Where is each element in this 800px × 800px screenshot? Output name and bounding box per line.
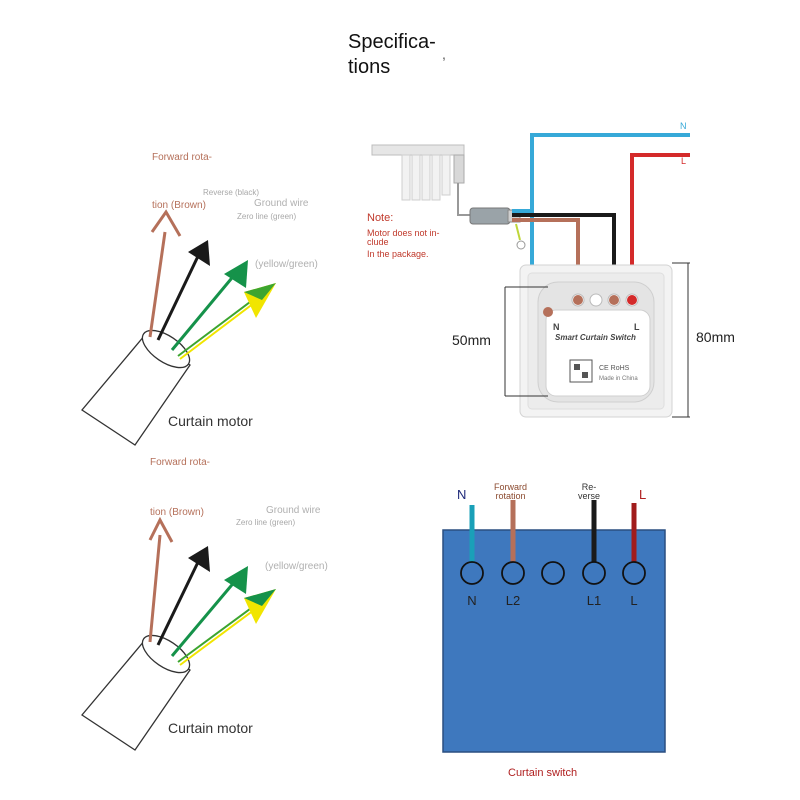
motor-1-green-wire — [170, 272, 238, 351]
switch-caption: Curtain switch — [508, 767, 578, 779]
motor-1-forward-label: Forward rota- — [152, 152, 213, 163]
motor-2-body — [81, 634, 191, 751]
motor-1-reverse-label: Reverse (black) — [203, 188, 260, 197]
motor-2-caption: Curtain motor — [168, 720, 253, 736]
dimension-inner-label: 50mm — [452, 332, 491, 348]
motor-1-green-arrow — [224, 260, 248, 288]
terminal-l — [622, 561, 646, 585]
motor-2-yg-wire-a — [177, 602, 259, 663]
motor-1-ground-label: Ground wire — [254, 198, 309, 209]
motor-2-green-arrow — [224, 566, 248, 594]
terminal-l1 — [582, 561, 606, 585]
wire-reverse-top-label: Re- verse — [578, 482, 601, 501]
dimension-outer-label: 80mm — [696, 329, 735, 345]
terminal-label-n: N — [467, 593, 477, 608]
motor-1-yellow-label: (yellow/green) — [255, 259, 318, 270]
note-line-1: Motor does not in- — [367, 228, 440, 238]
ground-symbol-icon — [516, 240, 526, 250]
terminal-n — [460, 561, 484, 585]
note-title: Note: — [367, 212, 394, 224]
motor-1-yg-wire-b — [179, 299, 259, 360]
wire-neutral-blue — [512, 133, 690, 213]
switch-plate — [519, 264, 673, 418]
motor-2-yg-wire-b — [179, 606, 259, 666]
motor-1-black-arrow — [188, 240, 210, 266]
motor-2-forward-label-2: tion (Brown) — [150, 507, 204, 518]
motor-2-yellow-label: (yellow/green) — [265, 561, 328, 572]
motor-2-yg-arrow-tip — [244, 589, 276, 606]
motor-1-body — [81, 329, 191, 446]
curtain-motor-illustration — [371, 144, 521, 225]
note-line-2: clude — [367, 237, 389, 247]
dimension-outer-line — [672, 262, 690, 418]
motor-2-brown-wire — [148, 534, 162, 643]
motor-2-brown-arrow — [148, 516, 174, 543]
motor-1-brown-arrow — [150, 209, 182, 237]
motor-2-black-wire — [156, 557, 202, 646]
wire-ground-yg — [515, 223, 521, 241]
terminal-empty — [541, 561, 565, 585]
motor-1-brown-wire — [148, 231, 167, 338]
motor-2-black-arrow — [188, 546, 210, 572]
wire-n-label: N — [680, 121, 687, 131]
title-mark: , — [442, 46, 446, 62]
note-line-3: In the package. — [367, 249, 429, 259]
motor-2-zero-label: Zero line (green) — [236, 518, 296, 527]
motor-2-forward-label: Forward rota- — [150, 457, 211, 468]
motor-2-green-wire — [170, 579, 238, 657]
wire-forward-top-label: Forward rotation — [494, 482, 528, 501]
terminal-l2 — [501, 561, 525, 585]
switch-ce-text: CE RoHS — [599, 365, 630, 372]
motor-1-zero-label: Zero line (green) — [237, 212, 297, 221]
terminal-label-l2: L2 — [505, 593, 521, 608]
wire-n-top-label: N — [457, 487, 467, 502]
motor-1-caption: Curtain motor — [168, 413, 253, 429]
switch-n-mark: N — [553, 322, 560, 332]
motor-1-forward-label-2: tion (Brown) — [152, 200, 206, 211]
switch-made-text: Made in China — [599, 376, 638, 382]
motor-1-yg-wire-a — [177, 295, 259, 357]
motor-1-black-wire — [156, 251, 202, 341]
terminal-label-l1: L1 — [586, 593, 602, 608]
wire-live-red — [630, 153, 690, 300]
wire-l-label: L — [681, 156, 687, 166]
dimension-inner-line — [504, 286, 548, 397]
switch-name-text: Smart Curtain Switch — [555, 333, 636, 342]
terminal-label-l: L — [630, 593, 638, 608]
switch-l-mark: L — [634, 322, 640, 332]
motor-1-yg-arrow-tip — [244, 283, 276, 300]
wire-l-top-label: L — [639, 487, 647, 502]
motor-2-ground-label: Ground wire — [266, 505, 321, 516]
page-title: Specifica- tions — [348, 31, 436, 78]
